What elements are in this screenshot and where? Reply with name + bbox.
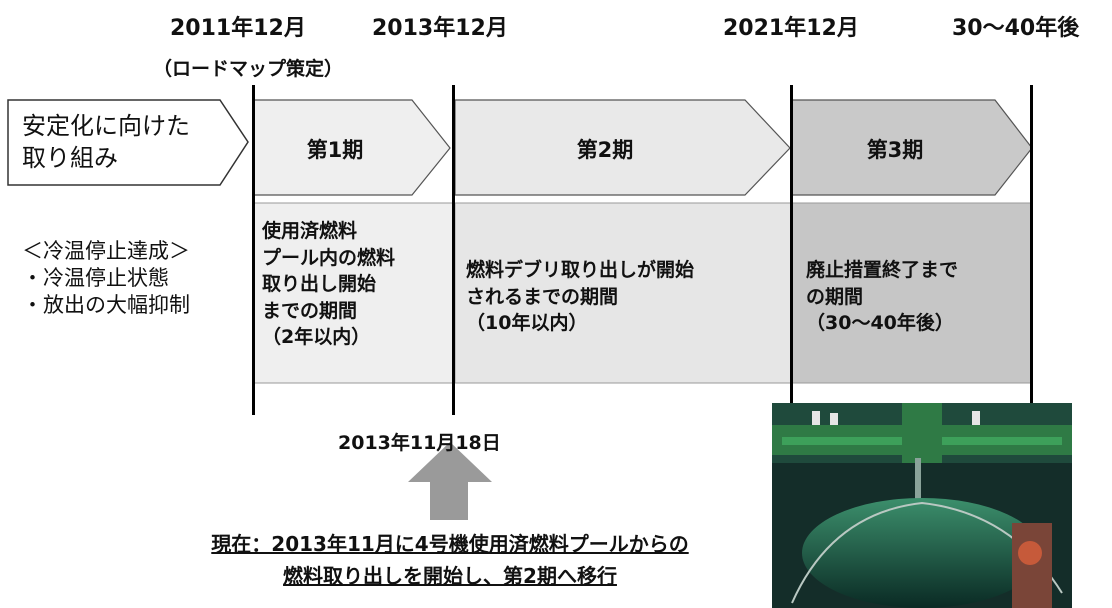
timeline-line-end [1030,85,1033,415]
timeline-line-2013 [452,85,455,415]
roadmap-note: （ロードマップ策定） [153,58,344,80]
timeline-line-2021 [790,85,793,415]
desc-line: されるまでの期間 [466,285,619,308]
phase1-label: 第1期 [306,138,364,162]
timeline-line-2011 [252,85,255,415]
initial-stage-title: 安定化に向けた 取り組み [22,110,190,174]
date-30-40-years: 30〜40年後 [952,16,1080,41]
phase3-description: 廃止措置終了まで の期間 （30〜40年後） [806,257,958,337]
desc-line: （2年以内） [262,326,371,348]
phase2-desc-box [454,202,792,384]
initial-stage-notes: ＜冷温停止達成＞ ・冷温停止状態 ・放出の大幅抑制 [22,238,190,319]
date-2021-dec: 2021年12月 [723,16,859,41]
date-2013-dec: 2013年12月 [372,16,508,41]
phase2-description: 燃料デブリ取り出しが開始 されるまでの期間 （10年以内） [466,257,694,337]
desc-line: 使用済燃料 [262,220,358,242]
desc-line: 取り出し開始 [262,273,377,295]
current-status-line2: 燃料取り出しを開始し、第2期へ移行 [283,564,617,588]
phase1-description: 使用済燃料 プール内の燃料 取り出し開始 までの期間 （2年以内） [262,218,395,351]
desc-line: 廃止措置終了まで [806,259,959,281]
desc-line: （30〜40年後） [806,312,954,334]
current-status-line1: 現在：2013年11月に4号機使用済燃料プールからの [211,532,689,556]
desc-line: までの期間 [262,299,358,322]
phase3-label: 第3期 [866,138,924,162]
phase2-label: 第2期 [576,138,634,162]
desc-line: （10年以内） [466,312,588,334]
desc-line: の期間 [806,285,864,308]
date-2011-dec: 2011年12月 [170,16,306,41]
note-item: ・冷温停止状態 [22,266,169,290]
fuel-pool-photo-drawing [772,403,1072,608]
milestone-date: 2013年11月18日 [338,432,501,454]
up-arrow [408,442,492,520]
note-item: ・放出の大幅抑制 [22,293,190,317]
desc-line: 燃料デブリ取り出しが開始 [466,259,695,281]
initial-stage-arrow [7,99,249,186]
current-status: 現在：2013年11月に4号機使用済燃料プールからの 燃料取り出しを開始し、第2… [130,528,770,592]
initial-stage-title-line2: 取り組み [22,144,118,172]
phase2-arrow [454,99,791,196]
phase3-desc-box [791,202,1033,384]
initial-stage-title-line1: 安定化に向けた [22,112,190,140]
desc-line: プール内の燃料 [262,246,396,269]
phase1-desc-box [252,202,454,384]
fuel-pool-photo [772,403,1072,608]
note-heading: ＜冷温停止達成＞ [22,239,190,263]
